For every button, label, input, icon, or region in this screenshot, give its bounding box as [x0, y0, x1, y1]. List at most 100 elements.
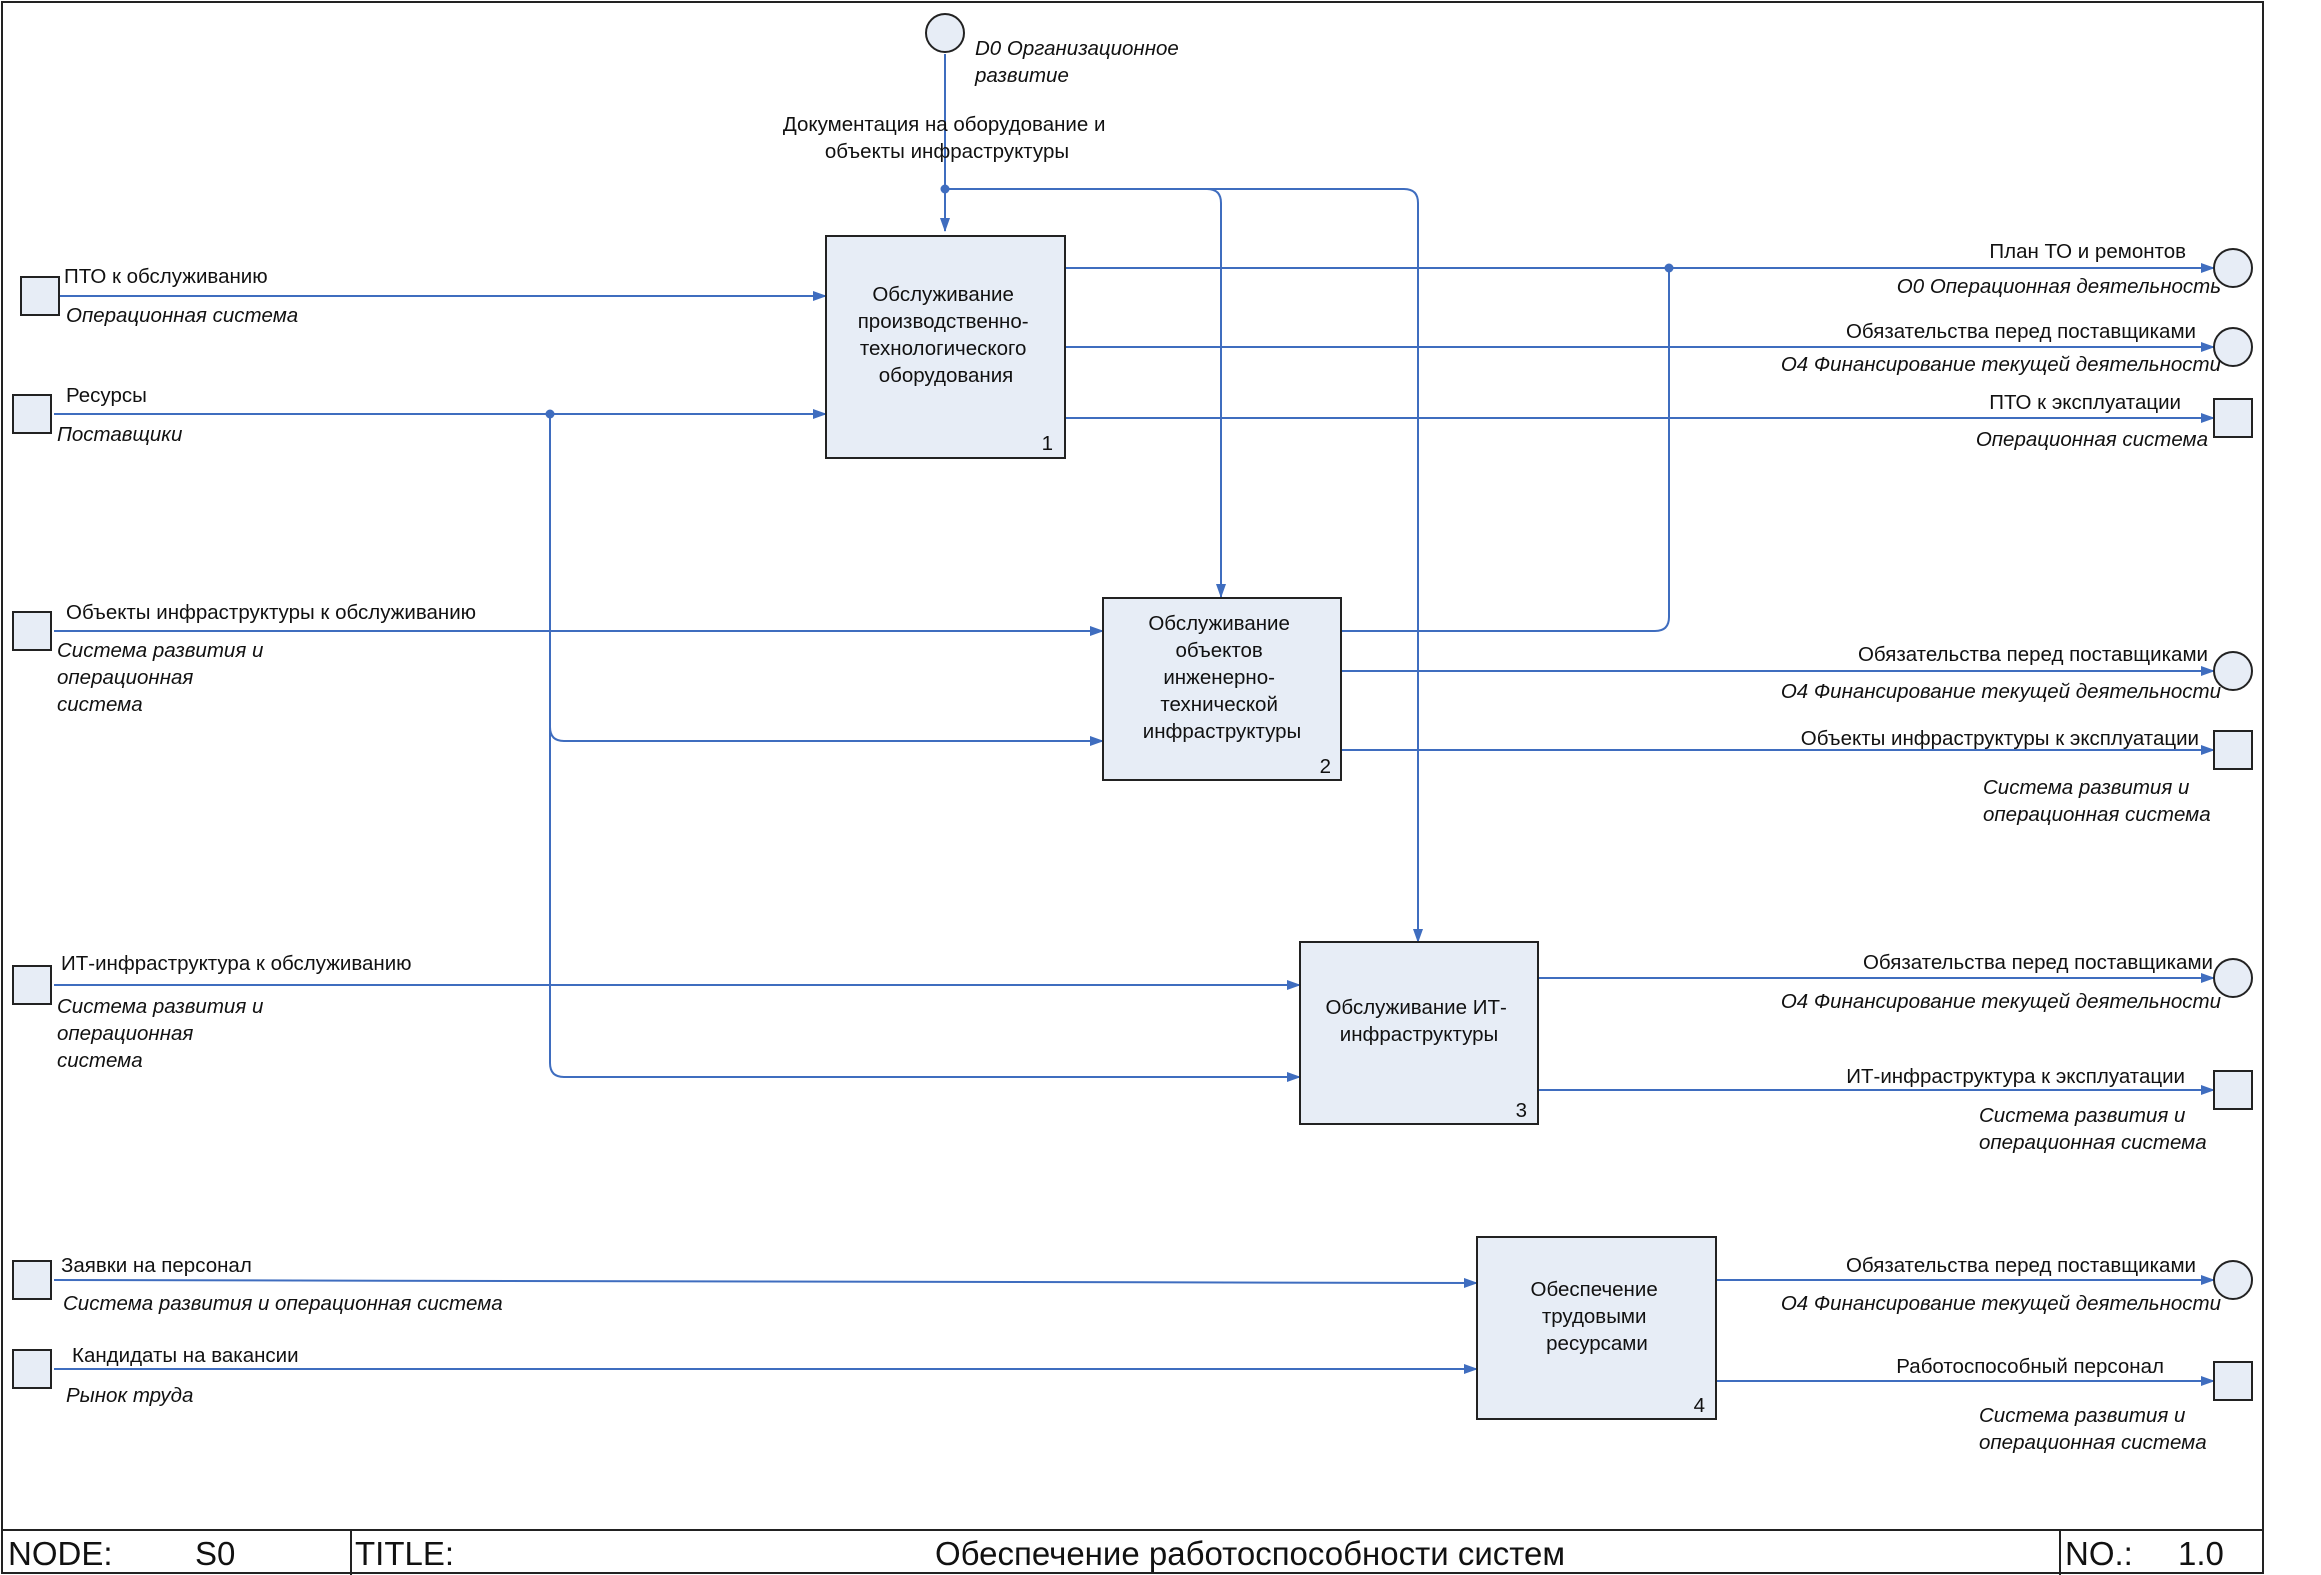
- output-label: Обязательства перед поставщиками: [1863, 951, 2213, 974]
- control-source-line: развитие: [974, 64, 1069, 87]
- input-label: ИТ-инфраструктура к обслуживанию: [61, 952, 412, 975]
- page-frame: [1, 1, 2264, 1574]
- input-source-square: [12, 1349, 52, 1389]
- output-dest-label: Система развития и операционная система: [1983, 776, 2211, 826]
- output-label: Обязательства перед поставщиками: [1846, 1254, 2196, 1277]
- activity-title-line: ресурсами: [1546, 1332, 1648, 1355]
- input-source-label: Система развития и операционная система: [57, 639, 269, 716]
- output-label: ПТО к эксплуатации: [1989, 391, 2181, 414]
- input-source-square: [12, 394, 52, 434]
- arrows: [53, 54, 2215, 1386]
- output-label: Обязательства перед поставщиками: [1846, 320, 2196, 343]
- output-dest-label: Операционная система: [1976, 428, 2208, 451]
- output-dest-line: Система развития и: [1979, 1404, 2185, 1427]
- output-dest-label: O4 Финансирование текущей деятельности: [1781, 1292, 2221, 1315]
- output-dest-square: [2213, 730, 2253, 770]
- input-source-square: [20, 276, 60, 316]
- activity-title-line: трудовыми: [1542, 1305, 1647, 1328]
- output-dest-circle: [2213, 958, 2253, 998]
- output-dest-label: O4 Финансирование текущей деятельности: [1781, 990, 2221, 1013]
- input-source-line: система: [57, 693, 143, 716]
- activity-title-line: Обслуживание: [872, 283, 1014, 306]
- input-label: Ресурсы: [66, 384, 147, 407]
- input-source-line: Система развития и: [57, 995, 263, 1018]
- input-label: Кандидаты на вакансии: [72, 1344, 299, 1367]
- output-join-a2: [1341, 268, 1670, 632]
- input-label: Объекты инфраструктуры к обслуживанию: [66, 601, 476, 624]
- activity-rect: [1476, 1236, 1717, 1420]
- activity-title-line: инфраструктуры: [1143, 720, 1301, 743]
- activity-title-line: инфраструктуры: [1340, 1023, 1498, 1046]
- activity-number: 4: [1694, 1394, 1705, 1417]
- input-branch-a2: [549, 414, 1104, 746]
- activity-box-2[interactable]: Обслуживание объектов инженерно- техниче…: [1102, 597, 1342, 781]
- activity-rect: [1299, 941, 1539, 1125]
- control-branch-a3: [1207, 188, 1423, 943]
- output-dest-label: Система развития и операционная система: [1979, 1104, 2207, 1154]
- footer-no-label: NO.:: [2065, 1535, 2133, 1572]
- output-dest-label: Система развития и операционная система: [1979, 1404, 2207, 1454]
- activity-title-line: Обеспечение: [1531, 1278, 1658, 1301]
- output-dest-circle: [2213, 248, 2253, 288]
- input-source-line: операционная: [57, 1022, 193, 1045]
- activity-rect: [1102, 597, 1342, 781]
- activity-box-1[interactable]: Обслуживание производственно- технологич…: [825, 235, 1066, 459]
- output-dest-circle: [2213, 651, 2253, 691]
- output-dest-label: O4 Финансирование текущей деятельности: [1781, 680, 2221, 703]
- activity-title: Обслуживание ИТ- инфраструктуры: [1325, 996, 1512, 1046]
- control-source-line: D0 Организационное: [975, 37, 1179, 60]
- activity-title-line: оборудования: [879, 364, 1014, 387]
- output-label: План ТО и ремонтов: [1989, 240, 2186, 263]
- input-source-label: Система развития и операционная система: [63, 1292, 503, 1315]
- junction-dot: [545, 409, 555, 419]
- activity-rect: [825, 235, 1066, 459]
- control-arrow-label: Документация на оборудование и объекты и…: [783, 113, 1111, 163]
- output-dest-line: операционная система: [1979, 1431, 2207, 1454]
- footer-title-label: TITLE:: [355, 1535, 454, 1572]
- input-source-label: Операционная система: [66, 304, 298, 327]
- control-label-line: Документация на оборудование и: [783, 113, 1106, 136]
- activity-title-line: производственно-: [858, 310, 1029, 333]
- output-dest-label: O4 Финансирование текущей деятельности: [1781, 353, 2221, 376]
- output-dest-line: Система развития и: [1983, 776, 2189, 799]
- input-source-label: Система развития и операционная система: [57, 995, 269, 1072]
- output-dest-line: операционная система: [1983, 803, 2211, 826]
- activity-number: 1: [1042, 432, 1053, 455]
- activity-title-line: технической: [1160, 693, 1278, 716]
- footer-bar: NODE: S0 TITLE: Обеспечение работоспособ…: [2, 1529, 2263, 1575]
- output-dest-square: [2213, 398, 2253, 438]
- input-source-line: операционная: [57, 666, 193, 689]
- control-source-label: D0 Организационное развитие: [974, 37, 1185, 87]
- activity-title: Обеспечение трудовыми ресурсами: [1531, 1278, 1664, 1355]
- footer-no-value: 1.0: [2178, 1535, 2224, 1572]
- output-dest-circle: [2213, 1260, 2253, 1300]
- footer-node-value: S0: [195, 1535, 235, 1572]
- input-arrow-5: [53, 1277, 1478, 1288]
- footer-node-label: NODE:: [8, 1535, 113, 1572]
- input-source-label: Рынок труда: [66, 1384, 193, 1407]
- output-label: Работоспособный персонал: [1896, 1355, 2164, 1378]
- activity-title-line: инженерно-: [1163, 666, 1275, 689]
- output-dest-circle: [2213, 327, 2253, 367]
- input-source-square: [12, 611, 52, 651]
- activity-box-4[interactable]: Обеспечение трудовыми ресурсами 4: [1476, 1236, 1717, 1420]
- activity-number: 3: [1516, 1099, 1527, 1122]
- activity-box-3[interactable]: Обслуживание ИТ- инфраструктуры 3: [1299, 941, 1539, 1125]
- activity-title-line: Обслуживание: [1148, 612, 1290, 635]
- activity-title: Обслуживание объектов инженерно- техниче…: [1143, 612, 1301, 743]
- junction-dot: [1664, 263, 1674, 273]
- activity-title-line: технологического: [860, 337, 1027, 360]
- footer-title-value: Обеспечение работоспособности систем: [935, 1535, 1565, 1572]
- output-label: Объекты инфраструктуры к эксплуатации: [1801, 727, 2199, 750]
- activity-title: Обслуживание производственно- технологич…: [858, 283, 1035, 387]
- output-dest-line: Система развития и: [1979, 1104, 2185, 1127]
- control-source-circle: [925, 13, 965, 53]
- input-source-label: Поставщики: [57, 423, 182, 446]
- activity-title-line: объектов: [1175, 639, 1262, 662]
- output-dest-square: [2213, 1070, 2253, 1110]
- input-label: Заявки на персонал: [61, 1254, 252, 1277]
- output-label: Обязательства перед поставщиками: [1858, 643, 2208, 666]
- input-source-line: Система развития и: [57, 639, 263, 662]
